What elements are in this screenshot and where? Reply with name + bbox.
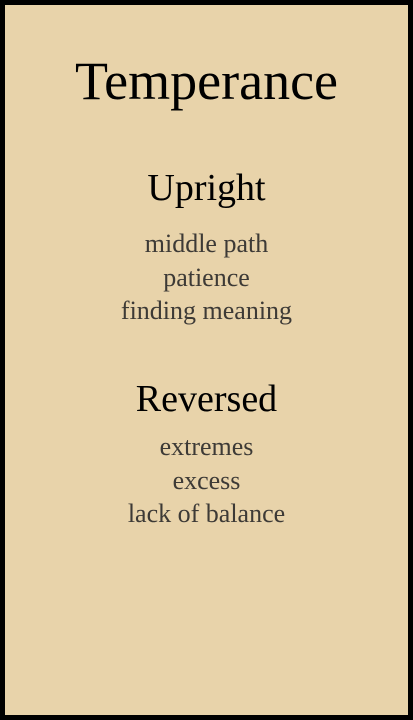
reversed-keyword-list: extremes excess lack of balance xyxy=(5,430,408,531)
reversed-heading: Reversed xyxy=(135,378,278,420)
upright-keyword: patience xyxy=(163,262,250,292)
reversed-keyword: excess xyxy=(172,465,241,495)
upright-keyword-list: middle path patience finding meaning xyxy=(5,227,408,328)
upright-keyword: finding meaning xyxy=(120,296,293,325)
upright-keyword: middle path xyxy=(144,229,269,258)
upright-heading: Upright xyxy=(147,167,266,209)
card-title: Temperance xyxy=(74,51,339,111)
reversed-keyword: lack of balance xyxy=(127,499,286,528)
reversed-keyword: extremes xyxy=(159,432,254,461)
